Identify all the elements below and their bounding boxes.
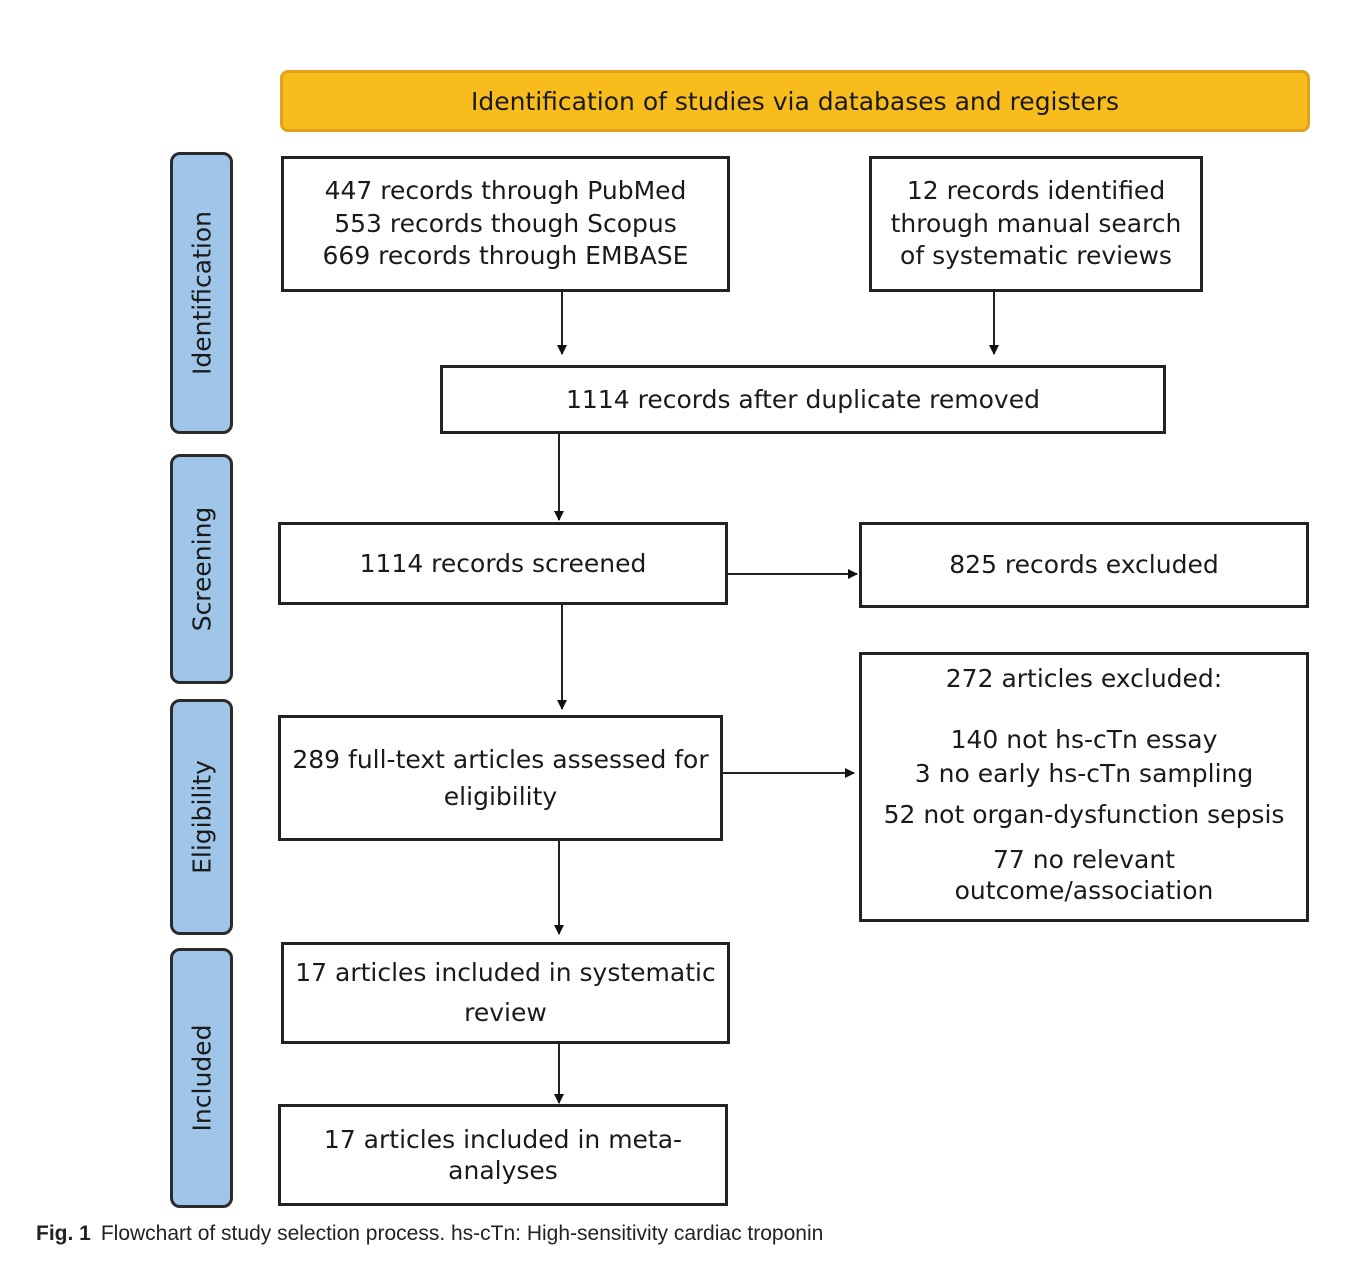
meta-analysis-box: 17 articles included in meta- analyses xyxy=(278,1104,728,1206)
screened-line: 1114 records screened xyxy=(359,548,647,578)
figure-caption: Fig. 1 Flowchart of study selection proce… xyxy=(36,1222,823,1246)
figure-caption-text: Flowchart of study selection process. hs… xyxy=(100,1222,824,1245)
meta-analysis-line: 17 articles included in meta- xyxy=(323,1124,683,1154)
fulltext-line: 289 full-text articles assessed for xyxy=(292,744,709,774)
deduplicated-box: 1114 records after duplicate removed xyxy=(440,365,1166,434)
fulltext-line: eligibility xyxy=(443,782,558,811)
exclusion-reason: 140 not hs-cTn essay xyxy=(950,725,1218,755)
exclusion-reason: 77 no relevant xyxy=(992,845,1176,874)
systematic-review-line: 17 articles included in systematic xyxy=(295,958,716,987)
databases-line: 553 records though Scopus xyxy=(334,208,677,238)
fulltext-box: 289 full-text articles assessed for elig… xyxy=(278,715,723,841)
exclusion-reason: outcome/association xyxy=(954,876,1214,906)
databases-line: 669 records through EMBASE xyxy=(322,241,689,271)
stage-screening: Screening xyxy=(170,454,233,684)
databases-box: 447 records through PubMed 553 records t… xyxy=(281,156,730,292)
excluded-screening-line: 825 records excluded xyxy=(949,550,1219,580)
databases-line: 447 records through PubMed xyxy=(324,176,687,206)
manual-search-line: of systematic reviews xyxy=(900,241,1172,271)
excluded-screening-box: 825 records excluded xyxy=(859,522,1309,608)
systematic-review-box: 17 articles included in systematic revie… xyxy=(281,942,730,1044)
meta-analysis-line: analyses xyxy=(448,1156,558,1185)
manual-search-line: 12 records identified xyxy=(906,176,1166,206)
identification-banner: Identification of studies via databases … xyxy=(280,70,1310,132)
systematic-review-line: review xyxy=(464,998,547,1027)
manual-search-line: through manual search xyxy=(890,208,1182,238)
excluded-fulltext-heading: 272 articles excluded: xyxy=(945,664,1223,693)
stage-included: Included xyxy=(170,948,233,1208)
stage-eligibility: Eligibility xyxy=(170,699,233,935)
excluded-fulltext-box: 272 articles excluded: 140 not hs-cTn es… xyxy=(859,652,1309,922)
deduplicated-line: 1114 records after duplicate removed xyxy=(566,384,1040,414)
manual-search-box: 12 records identified through manual sea… xyxy=(869,156,1203,292)
figure-label: Fig. 1 xyxy=(36,1222,91,1245)
screened-box: 1114 records screened xyxy=(278,522,728,605)
exclusion-reason: 3 no early hs-cTn sampling xyxy=(914,758,1254,788)
exclusion-reason: 52 not organ-dysfunction sepsis xyxy=(883,799,1285,829)
stage-identification: Identification xyxy=(170,152,233,434)
